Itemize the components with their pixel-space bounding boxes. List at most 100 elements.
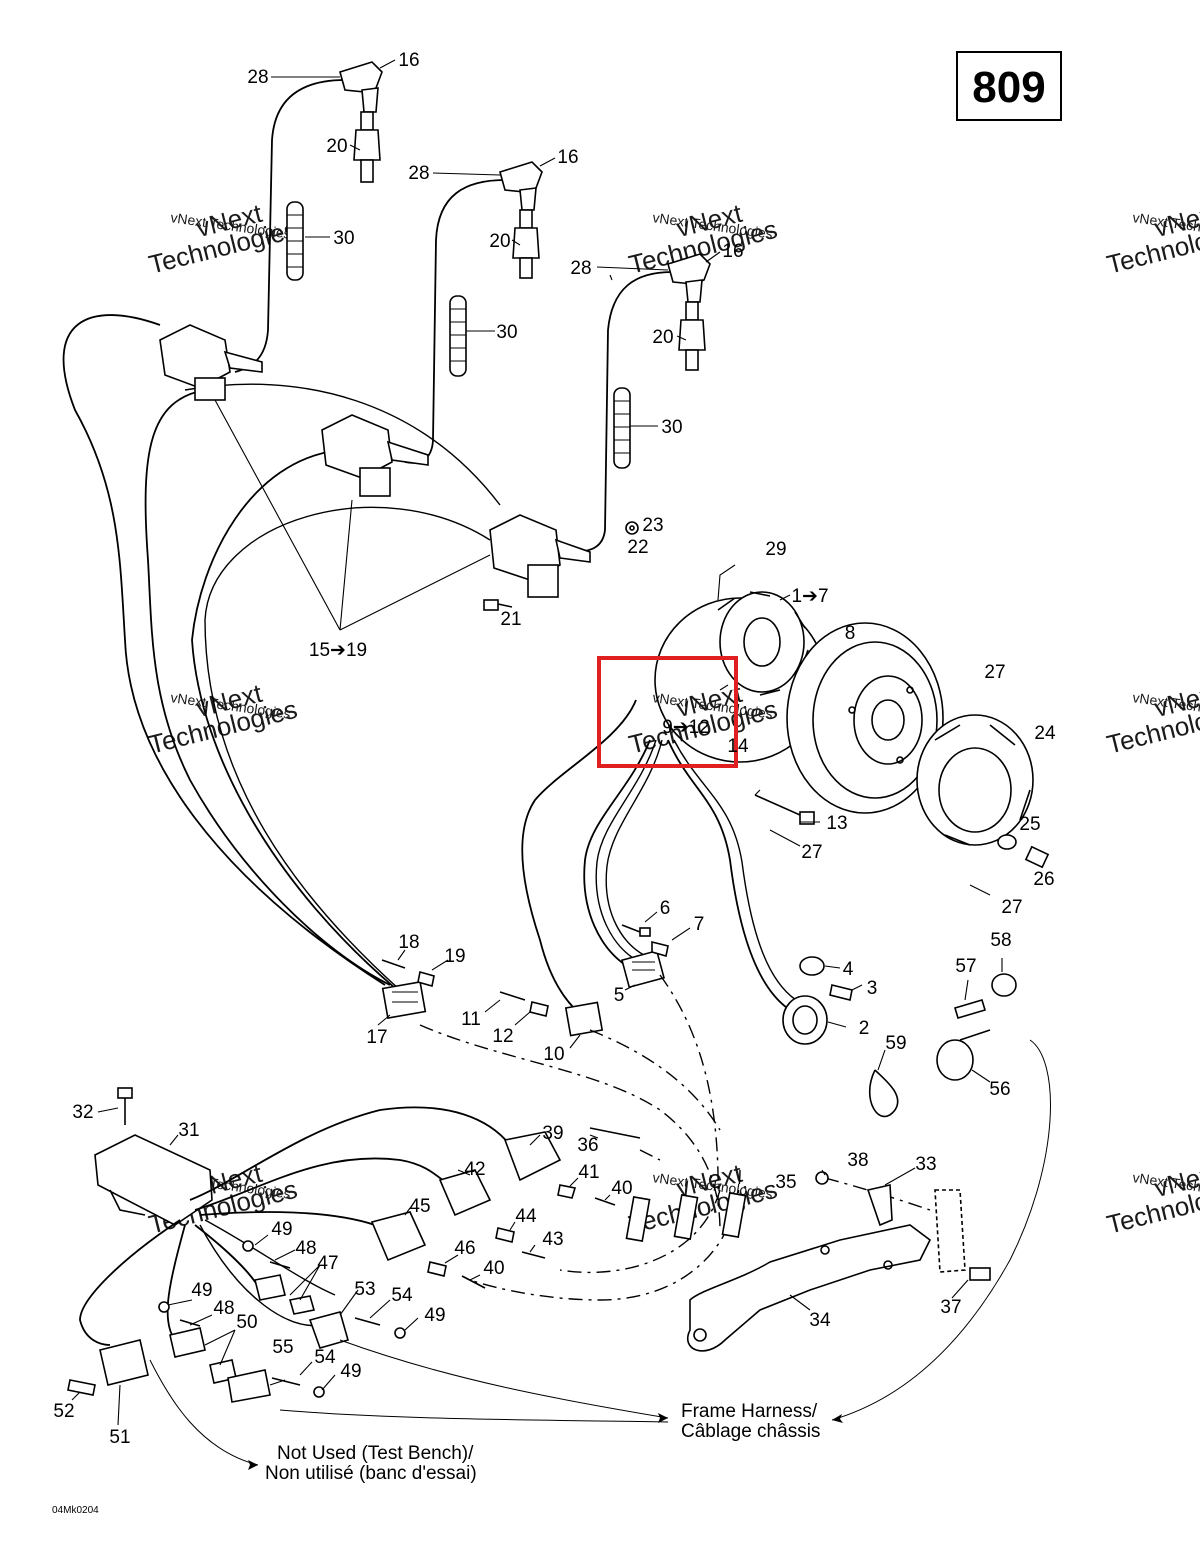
callout-23: 23 <box>642 515 663 536</box>
bolt-26 <box>1024 845 1050 869</box>
frame-harness-label-fr: Câblage châssis <box>681 1421 820 1442</box>
callout-28: 28 <box>247 67 268 88</box>
callout-42: 42 <box>464 1159 485 1180</box>
sleeve-30a <box>286 201 304 281</box>
ignition-leads <box>62 79 673 991</box>
callout-7: 7 <box>694 914 705 935</box>
callout-43: 43 <box>542 1229 563 1250</box>
magneto-flywheel <box>786 622 944 814</box>
plate-35 <box>934 1189 966 1273</box>
callout-57: 57 <box>955 956 976 977</box>
connector-17 <box>381 981 427 1019</box>
terminal-12 <box>529 1001 549 1017</box>
ignition-coil-a <box>159 324 263 401</box>
callout-19: 19 <box>444 946 465 967</box>
callout-5: 5 <box>614 985 625 1006</box>
callout-33: 33 <box>915 1154 936 1175</box>
callout-16: 16 <box>722 241 743 262</box>
callout-54: 54 <box>314 1347 336 1368</box>
bracket-34 <box>687 1224 932 1352</box>
nut-38 <box>815 1171 829 1185</box>
note-arrows <box>149 1039 1051 1470</box>
callout-29: 29 <box>765 539 786 560</box>
bolt-13 <box>754 794 815 825</box>
callout-25: 25 <box>1019 814 1040 835</box>
not-used-label-en: Not Used (Test Bench)/ <box>277 1443 474 1464</box>
terminal-3 <box>829 984 853 1001</box>
bolt-21 <box>483 599 513 611</box>
callout-12: 12 <box>492 1026 513 1047</box>
connector-5 <box>621 949 665 989</box>
module-31 <box>94 1134 213 1226</box>
callout-20: 20 <box>326 136 347 157</box>
nut-22-washer-23 <box>625 521 639 535</box>
spark-plug-cap-16b <box>499 161 543 211</box>
callout-45: 45 <box>409 1196 430 1217</box>
callout-14: 14 <box>727 736 749 757</box>
callout-leaders <box>71 59 1003 1426</box>
highlight-box <box>597 656 738 768</box>
callout-58: 58 <box>990 930 1011 951</box>
callout-36: 36 <box>577 1135 598 1156</box>
frame-harness-label-en: Frame Harness/ <box>681 1401 818 1422</box>
callout-35: 35 <box>775 1172 796 1193</box>
callout-59: 59 <box>885 1033 906 1054</box>
callout-47: 47 <box>317 1253 338 1274</box>
callout-24: 24 <box>1034 723 1056 744</box>
callout-37: 37 <box>940 1297 961 1318</box>
callout-28: 28 <box>570 258 591 279</box>
callout-26: 26 <box>1033 869 1054 890</box>
spark-plug-20b <box>512 209 540 279</box>
callout-40: 40 <box>611 1178 632 1199</box>
callout-2: 2 <box>859 1018 870 1039</box>
callout-50: 50 <box>236 1312 257 1333</box>
callout-51: 51 <box>109 1427 130 1448</box>
connector-51 <box>99 1339 149 1386</box>
terminals-40-41-43-44-46 <box>427 1127 641 1289</box>
callout-20: 20 <box>652 327 673 348</box>
callout-34: 34 <box>809 1310 831 1331</box>
callout-44: 44 <box>515 1206 537 1227</box>
callout-49: 49 <box>340 1361 361 1382</box>
connector-10 <box>564 1001 604 1037</box>
not-used-label-fr: Non utilisé (banc d'essai) <box>265 1463 477 1484</box>
callout-27: 27 <box>801 842 822 863</box>
sleeve-30c <box>613 387 631 469</box>
clips-in-bracket <box>625 1192 747 1242</box>
callout-6: 6 <box>660 898 671 919</box>
small-connectors-47-55 <box>158 1240 406 1403</box>
callout-53: 53 <box>354 1279 375 1300</box>
callout-30: 30 <box>661 417 682 438</box>
drawing-code: 04Mk0204 <box>52 1505 99 1516</box>
callout-52: 52 <box>53 1401 74 1422</box>
callout-39: 39 <box>542 1123 563 1144</box>
callout-30: 30 <box>333 228 354 249</box>
spark-plug-20a <box>353 111 381 183</box>
coil-group-leaders <box>214 399 491 631</box>
callout-4: 4 <box>843 959 854 980</box>
callout-16: 16 <box>398 50 419 71</box>
callout-20: 20 <box>489 231 510 252</box>
callout-56: 56 <box>989 1079 1010 1100</box>
callouts: 16 28 20 16 28 20 30 16 28 30 20 30 23 2… <box>53 50 1056 1448</box>
callout-18: 18 <box>398 932 419 953</box>
callout-48: 48 <box>295 1238 316 1259</box>
callout-49: 49 <box>271 1219 292 1240</box>
callout-8: 8 <box>845 623 856 644</box>
callout-13: 13 <box>826 813 847 834</box>
ignition-coil-c <box>489 514 591 598</box>
page-number: 809 <box>972 63 1045 112</box>
callout-11: 11 <box>461 1009 481 1030</box>
callout-22: 22 <box>627 537 648 558</box>
washer-25 <box>997 834 1017 850</box>
callout-46: 46 <box>454 1238 475 1259</box>
callout-40: 40 <box>483 1258 504 1279</box>
spark-plug-cap-16c <box>667 253 711 303</box>
terminal-52 <box>67 1379 96 1396</box>
tie-wrap-59 <box>869 1069 899 1118</box>
lower-harness-wires <box>79 1106 511 1346</box>
callout-21: 21 <box>500 609 521 630</box>
terminal-7 <box>651 940 669 958</box>
callout-49: 49 <box>424 1305 445 1326</box>
